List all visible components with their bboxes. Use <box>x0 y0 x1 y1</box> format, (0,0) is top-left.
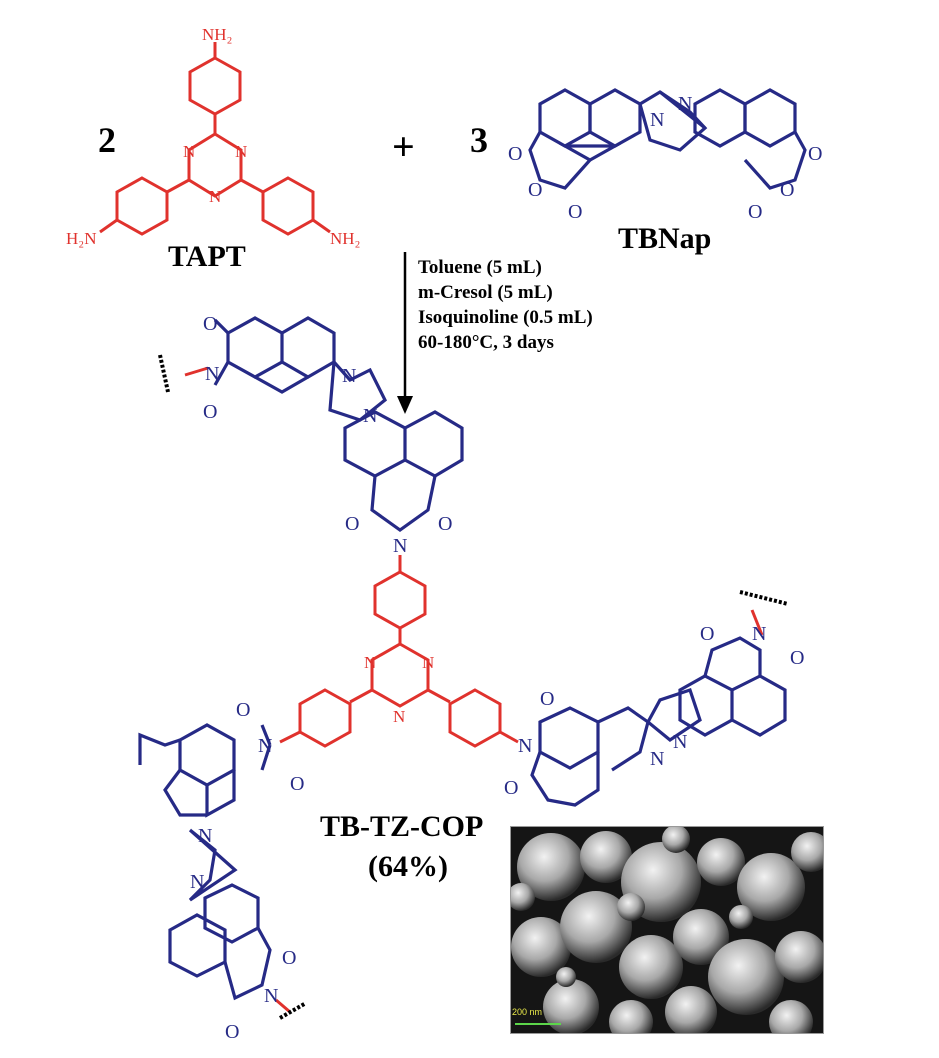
sem-image <box>510 826 824 1034</box>
tbnap-label: TBNap <box>618 222 711 255</box>
imide-n-label: N <box>205 363 219 385</box>
tapt-molecule: NH₂ N N N H₂N NH₂ <box>66 25 360 248</box>
imide-n-label: N <box>258 735 272 757</box>
nitrogen-label: N <box>342 365 356 387</box>
oxygen-label: O <box>225 1021 239 1043</box>
oxygen-label: O <box>568 201 582 223</box>
condition-line: 60-180°C, 3 days <box>418 332 554 353</box>
nitrogen-label: N <box>363 405 377 427</box>
imide-n-label: N <box>752 623 766 645</box>
oxygen-label: O <box>780 179 794 201</box>
product-yield: (64%) <box>368 850 448 883</box>
oxygen-label: O <box>508 143 522 165</box>
imide-n-label: N <box>264 985 278 1007</box>
oxygen-label: O <box>748 201 762 223</box>
oxygen-label: O <box>236 699 250 721</box>
triazine-n-label: N <box>393 707 405 726</box>
oxygen-label: O <box>203 313 217 335</box>
reaction-conditions: Toluene (5 mL) m-Cresol (5 mL) Isoquinol… <box>418 255 593 355</box>
tapt-label: TAPT <box>168 240 246 273</box>
condition-line: m-Cresol (5 mL) <box>418 282 553 303</box>
imide-n-label: N <box>393 535 407 557</box>
triazine-n-label: N <box>364 653 376 672</box>
triazine-n-label: N <box>422 653 434 672</box>
oxygen-label: O <box>345 513 359 535</box>
condition-line: Toluene (5 mL) <box>418 257 542 278</box>
product-label: TB-TZ-COP <box>320 810 483 843</box>
oxygen-label: O <box>203 401 217 423</box>
product-network: O N O N N O N O N N N O N O N <box>138 313 804 1043</box>
triazine-n-label: N <box>209 187 221 206</box>
plus-sign: + <box>392 124 415 169</box>
oxygen-label: O <box>528 179 542 201</box>
oxygen-label: O <box>290 773 304 795</box>
nitrogen-label: N <box>678 93 692 115</box>
oxygen-label: O <box>790 647 804 669</box>
oxygen-label: O <box>438 513 452 535</box>
nitrogen-label: N <box>198 825 212 847</box>
oxygen-label: O <box>808 143 822 165</box>
oxygen-label: O <box>700 623 714 645</box>
triazine-n-label: N <box>183 142 195 161</box>
reaction-arrow <box>397 252 413 414</box>
oxygen-label: O <box>504 777 518 799</box>
amine-label-top: NH₂ <box>202 25 232 44</box>
sem-scale-label: 200 nm <box>512 1007 543 1017</box>
amine-label-left: H₂N <box>66 229 96 248</box>
condition-line: Isoquinoline (0.5 mL) <box>418 307 593 328</box>
coefficient-tapt: 2 <box>98 120 116 160</box>
nitrogen-label: N <box>190 871 204 893</box>
nitrogen-label: N <box>650 109 664 131</box>
tbnap-molecule: O O O N N O O O <box>508 88 822 223</box>
nitrogen-label: N <box>650 748 664 770</box>
triazine-n-label: N <box>235 142 247 161</box>
coefficient-tbnap: 3 <box>470 120 488 160</box>
amine-label-right: NH₂ <box>330 229 360 248</box>
oxygen-label: O <box>540 688 554 710</box>
imide-n-label: N <box>518 735 532 757</box>
oxygen-label: O <box>282 947 296 969</box>
nitrogen-label: N <box>673 731 687 753</box>
